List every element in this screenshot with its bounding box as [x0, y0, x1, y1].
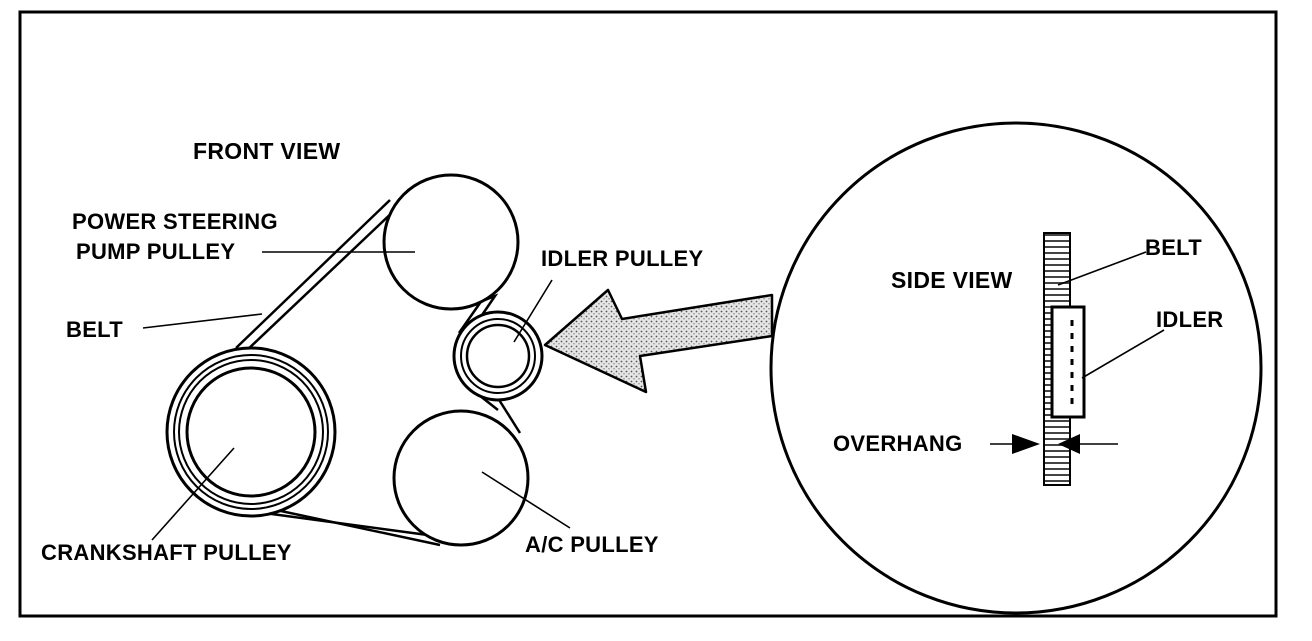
side-view-idler [1050, 305, 1086, 419]
label-idler-pulley: IDLER PULLEY [541, 246, 704, 271]
side-view-circle [769, 121, 1263, 615]
front-view-title: FRONT VIEW [193, 138, 341, 164]
label-side-idler: IDLER [1156, 307, 1224, 332]
label-overhang: OVERHANG [833, 431, 963, 456]
leader-idler-pulley [513, 279, 553, 343]
crankshaft-pulley [165, 346, 337, 518]
label-power-steering-line1: POWER STEERING [72, 209, 278, 234]
ac-pulley [392, 409, 530, 547]
power-steering-pump-pulley [382, 173, 520, 311]
label-ac-pulley: A/C PULLEY [525, 532, 659, 557]
frame-border [18, 10, 1278, 618]
leader-crankshaft [151, 447, 235, 541]
label-power-steering-line2: PUMP PULLEY [76, 239, 236, 264]
leader-belt [142, 313, 263, 329]
overhang-indicator [990, 434, 1118, 454]
leader-ac-pulley [481, 471, 571, 529]
idler-pulley [452, 310, 544, 402]
label-belt: BELT [66, 317, 124, 342]
label-crankshaft-pulley: CRANKSHAFT PULLEY [41, 540, 292, 565]
leader-side-belt [1057, 251, 1147, 286]
leader-side-idler [1081, 329, 1165, 379]
label-side-belt: BELT [1145, 235, 1203, 260]
side-view-title: SIDE VIEW [891, 267, 1013, 293]
view-direction-arrow [543, 288, 774, 394]
